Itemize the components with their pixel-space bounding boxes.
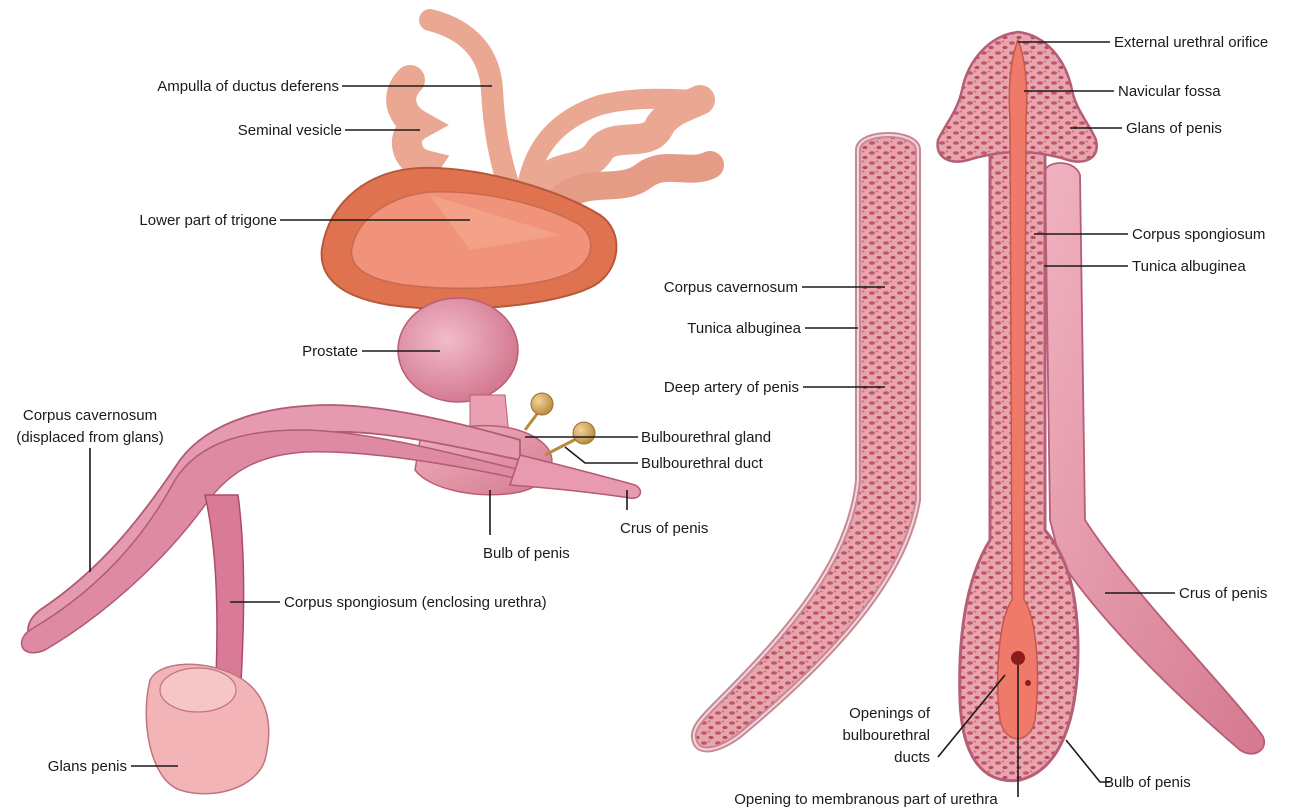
label-bulb-of-penis-left: Bulb of penis [483, 545, 570, 562]
corpus-cavernosum-displaced-2 [22, 430, 520, 653]
label-corpus-cavernosum-displaced-sub: (displaced from glans) [16, 429, 164, 446]
label-corpus-spongiosum-enclosing: Corpus spongiosum (enclosing urethra) [284, 594, 547, 611]
label-tunica-albuginea-section: Tunica albuginea [687, 320, 801, 337]
label-ampulla: Ampulla of ductus deferens [157, 78, 339, 95]
label-bulbourethral-duct: Bulbourethral duct [641, 455, 764, 472]
label-openings-line-3: ducts [894, 749, 930, 766]
label-seminal-vesicle: Seminal vesicle [238, 122, 342, 139]
bulbourethral-gland-lower [573, 422, 595, 444]
label-prostate: Prostate [302, 343, 358, 360]
label-crus-of-penis-right: Crus of penis [1179, 585, 1267, 602]
bulbourethral-duct-opening-2 [1025, 680, 1031, 686]
label-corpus-cavernosum-displaced: Corpus cavernosum [23, 407, 157, 424]
bulbourethral-duct-opening [1011, 651, 1025, 665]
label-openings-line-1: Openings of [849, 705, 931, 722]
label-glans-of-penis: Glans of penis [1126, 120, 1222, 137]
label-bulb-of-penis-right: Bulb of penis [1104, 774, 1191, 791]
label-glans-penis: Glans penis [48, 758, 127, 775]
glans-opening [160, 668, 236, 712]
crus-of-penis-left [510, 455, 640, 498]
label-navicular-fossa: Navicular fossa [1118, 83, 1221, 100]
label-membranous-urethra-opening: Opening to membranous part of urethra [734, 791, 998, 808]
right-illustration [938, 32, 1265, 781]
label-tunica-albuginea-right: Tunica albuginea [1132, 258, 1246, 275]
label-bulbourethral-gland: Bulbourethral gland [641, 429, 771, 446]
bulbourethral-gland-upper [531, 393, 553, 415]
prostate [398, 298, 518, 402]
label-crus-of-penis-left: Crus of penis [620, 520, 708, 537]
label-corpus-cavernosum-section: Corpus cavernosum [664, 279, 798, 296]
label-deep-artery: Deep artery of penis [664, 379, 799, 396]
label-corpus-spongiosum-right: Corpus spongiosum [1132, 226, 1265, 243]
label-trigone: Lower part of trigone [139, 212, 277, 229]
label-openings-line-2: bulbourethral [842, 727, 930, 744]
label-external-urethral-orifice: External urethral orifice [1114, 34, 1268, 51]
